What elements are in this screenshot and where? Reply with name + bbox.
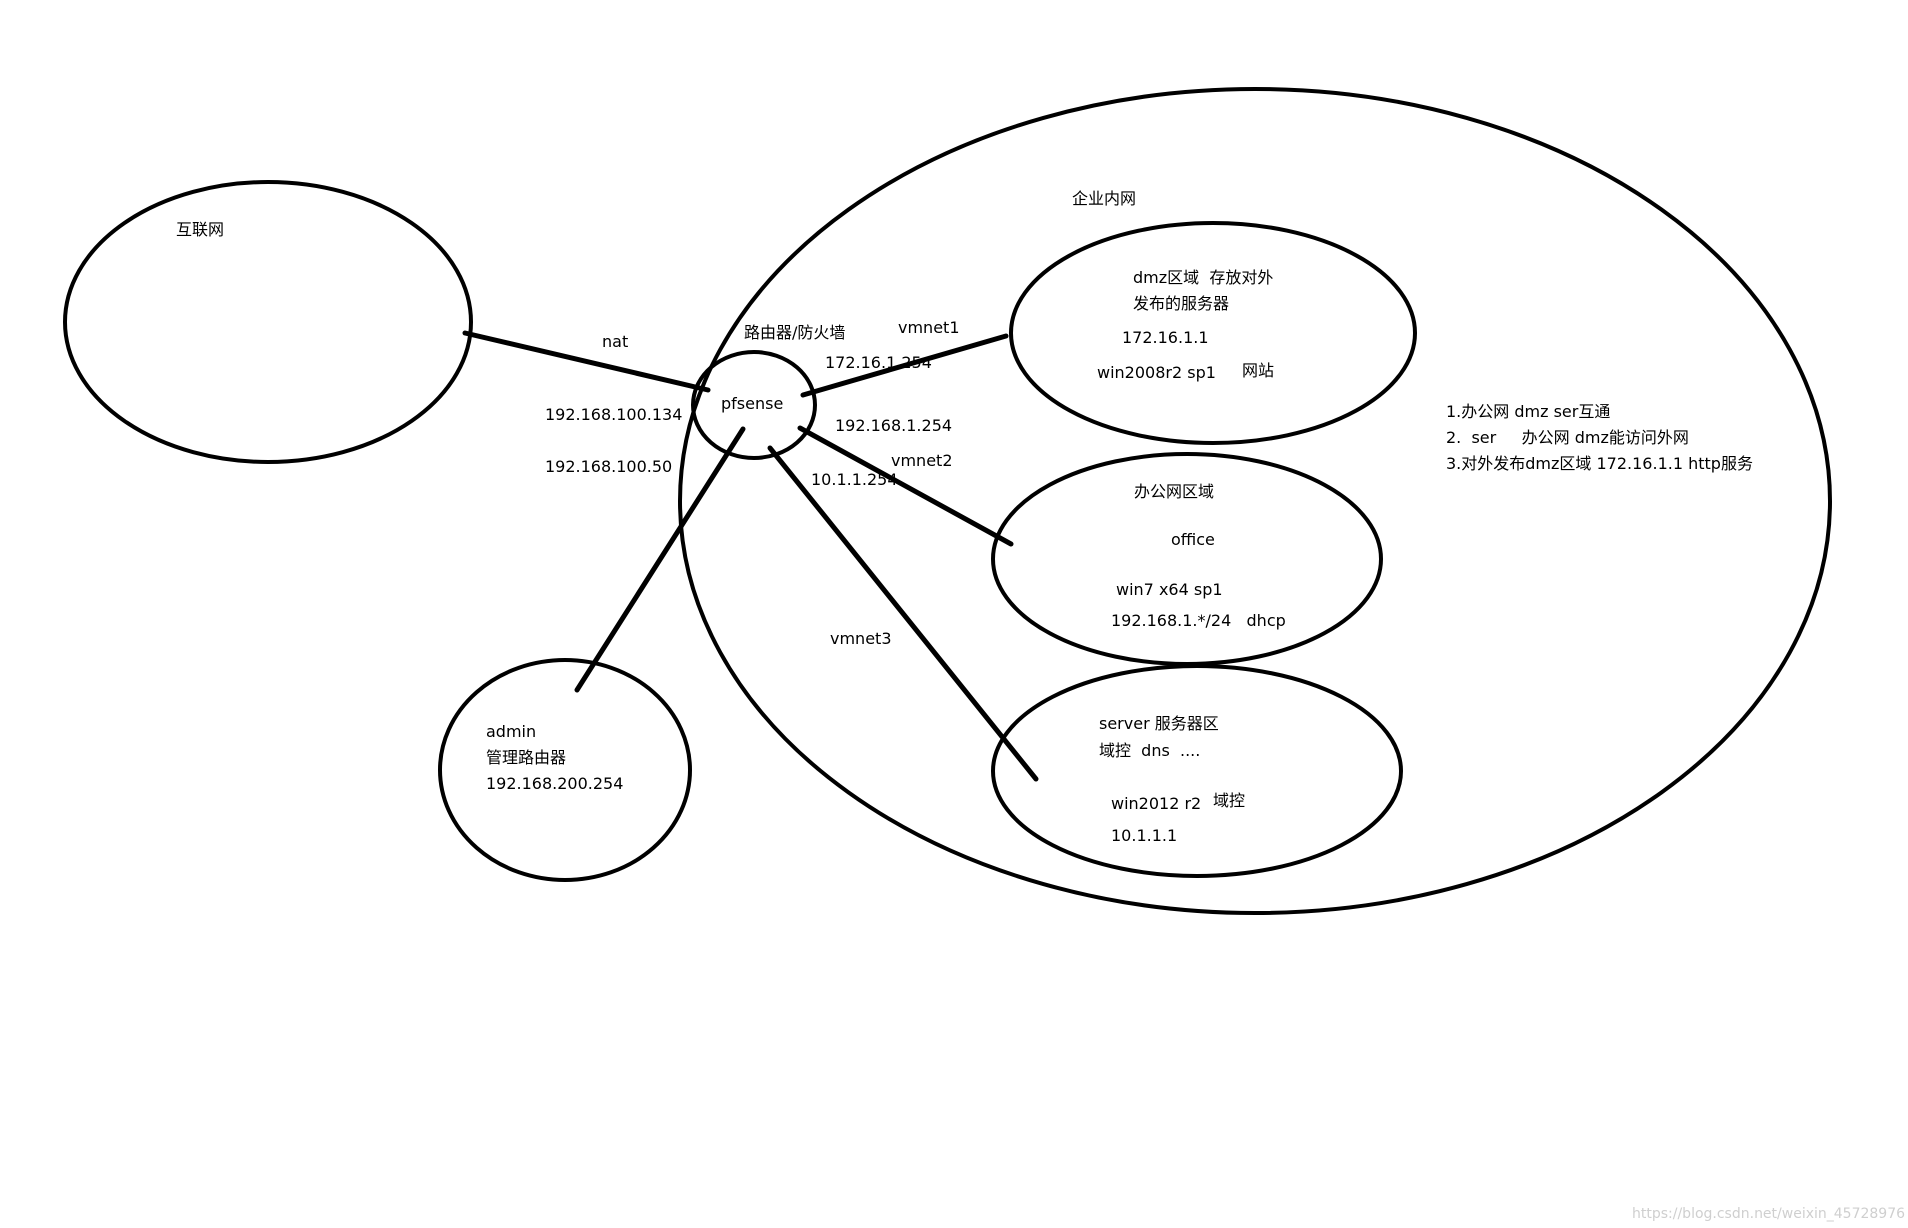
admin-zone: [438, 658, 692, 882]
office-zone-title: 办公网区域: [1134, 482, 1215, 501]
wan-ip-label: 192.168.100.134: [545, 405, 683, 424]
internet-label: 互联网: [176, 220, 225, 239]
pfsense-node: [691, 350, 817, 460]
admin-title: admin: [486, 722, 537, 741]
pfsense-label: pfsense: [721, 394, 784, 413]
server-os: win2012 r2: [1111, 794, 1202, 813]
enterprise-label: 企业内网: [1072, 189, 1137, 208]
vmnet1-gateway-label: 172.16.1.254: [825, 353, 932, 372]
server-desc-line1: server 服务器区: [1099, 714, 1219, 733]
vmnet3-link: [767, 445, 1039, 782]
server-zone: [991, 664, 1403, 878]
vmnet3-gateway-label: 10.1.1.254: [811, 470, 898, 489]
watermark: https://blog.csdn.net/weixin_45728976: [1632, 1206, 1906, 1222]
nat-link: [462, 330, 711, 393]
vmnet2-label: vmnet2: [891, 451, 953, 470]
internet-zone: [63, 180, 473, 464]
router-firewall-label: 路由器/防火墙: [744, 323, 846, 342]
dmz-ip: 172.16.1.1: [1122, 328, 1209, 347]
server-ip: 10.1.1.1: [1111, 826, 1178, 845]
dmz-service: 网站: [1242, 361, 1275, 380]
requirement-3: 3.对外发布dmz区域 172.16.1.1 http服务: [1446, 454, 1753, 473]
admin-link: [574, 426, 746, 693]
dmz-desc-line2: 发布的服务器: [1133, 294, 1230, 313]
office-name: office: [1171, 530, 1215, 549]
office-zone: [991, 452, 1383, 666]
office-subnet: 192.168.1.*/24 dhcp: [1111, 611, 1286, 630]
office-os: win7 x64 sp1: [1116, 580, 1223, 599]
admin-desc: 管理路由器: [486, 748, 567, 767]
vmnet2-link: [797, 425, 1014, 547]
nat-label: nat: [602, 332, 629, 351]
dmz-desc-line1: dmz区域 存放对外: [1133, 268, 1274, 287]
vmnet2-gateway-label: 192.168.1.254: [835, 416, 953, 435]
admin-link-ip-label: 192.168.100.50: [545, 457, 673, 476]
server-desc-line2: 域控 dns ....: [1099, 741, 1201, 760]
server-role: 域控: [1213, 791, 1246, 810]
vmnet1-link: [800, 333, 1009, 398]
dmz-zone: [1009, 221, 1417, 445]
vmnet3-label: vmnet3: [830, 629, 892, 648]
vmnet1-label: vmnet1: [898, 318, 960, 337]
requirement-2: 2. ser 办公网 dmz能访问外网: [1446, 428, 1689, 447]
enterprise-zone: [678, 87, 1832, 915]
requirement-1: 1.办公网 dmz ser互通: [1446, 402, 1611, 421]
dmz-os: win2008r2 sp1: [1097, 363, 1216, 382]
admin-ip: 192.168.200.254: [486, 774, 624, 793]
